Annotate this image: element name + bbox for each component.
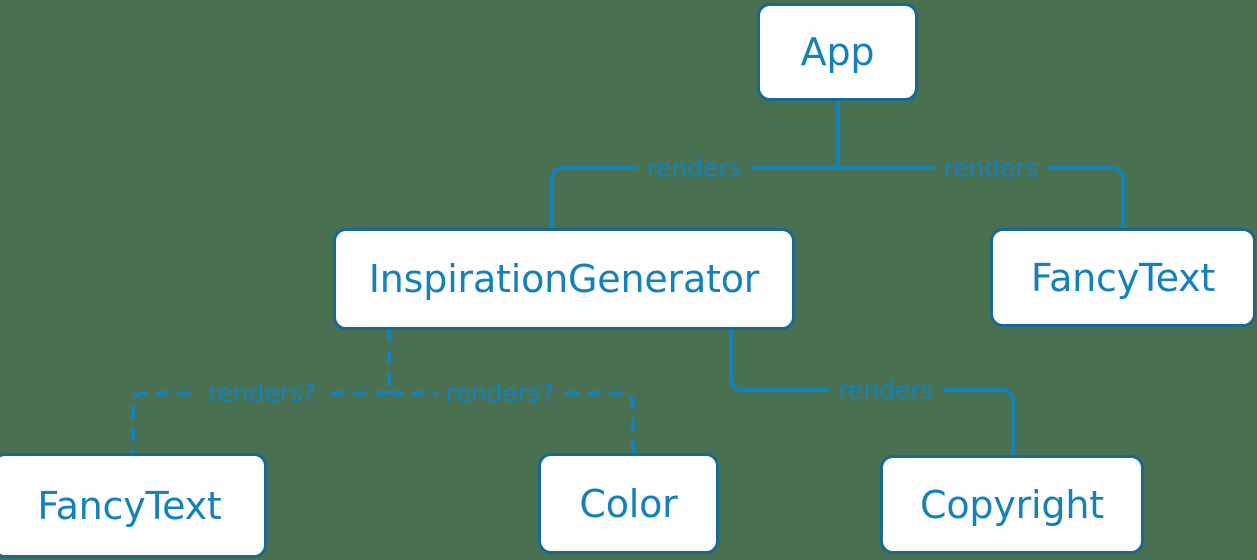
edge-inspiration-to-color bbox=[389, 391, 635, 455]
node-color-label: Color bbox=[579, 481, 678, 526]
node-fancytext-top-label: FancyText bbox=[1030, 255, 1216, 300]
edge-app-to-inspiration bbox=[550, 166, 838, 230]
edge-label-app-to-fancytext: renders bbox=[934, 153, 1048, 183]
node-app-label: App bbox=[800, 30, 875, 74]
node-fancytext-bottom[interactable]: FancyText bbox=[0, 453, 267, 558]
node-fancytext-bottom-label: FancyText bbox=[37, 483, 222, 528]
node-inspiration-generator[interactable]: InspirationGenerator bbox=[333, 228, 795, 330]
edge-label-inspiration-to-copyright: renders bbox=[829, 375, 943, 405]
node-fancytext-top[interactable]: FancyText bbox=[990, 228, 1256, 327]
node-copyright-label: Copyright bbox=[920, 482, 1104, 527]
node-copyright[interactable]: Copyright bbox=[880, 455, 1144, 554]
edge-label-app-to-inspiration: renders bbox=[637, 153, 751, 183]
edge-app-to-fancytext bbox=[838, 166, 1125, 230]
node-color[interactable]: Color bbox=[538, 453, 719, 554]
edge-inspiration-to-fancytext-bottom bbox=[131, 391, 389, 455]
edge-label-inspiration-to-fancytext-bottom: renders? bbox=[199, 378, 325, 408]
node-inspiration-generator-label: InspirationGenerator bbox=[368, 257, 760, 301]
node-app[interactable]: App bbox=[757, 3, 918, 101]
edge-label-inspiration-to-color: renders? bbox=[437, 378, 563, 408]
